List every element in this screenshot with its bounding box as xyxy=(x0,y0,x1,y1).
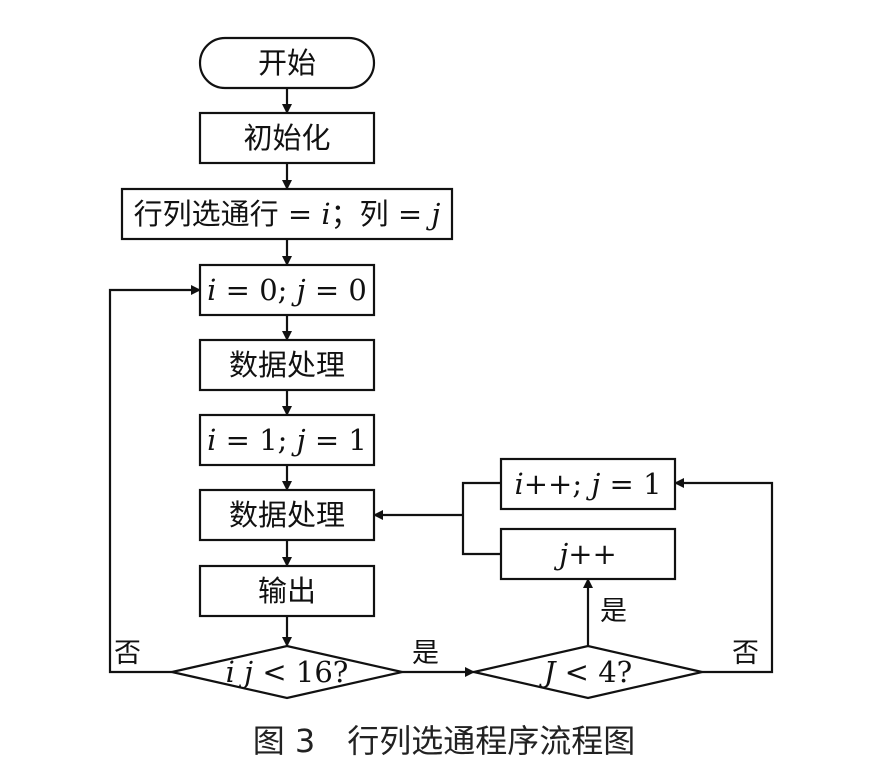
incr-i-label: i++; j = 1 xyxy=(514,467,661,501)
output-box xyxy=(198,564,376,618)
label-no-left: 否 xyxy=(114,638,141,669)
init-box xyxy=(198,111,376,165)
figure-caption: 图 3 行列选通程序流程图 xyxy=(253,722,636,760)
label-no-right: 否 xyxy=(732,638,759,669)
label-yes-up: 是 xyxy=(600,596,627,627)
merge-bracket xyxy=(461,481,501,556)
process1-label: 数据处理 xyxy=(229,348,345,382)
process2-label: 数据处理 xyxy=(229,498,345,532)
arrow-no-loop-right xyxy=(674,478,774,674)
set11-label: i = 1; j = 1 xyxy=(207,423,367,457)
decision-ij-label: i j < 16? xyxy=(226,655,349,689)
start-label: 开始 xyxy=(258,46,316,80)
label-yes-mid: 是 xyxy=(412,638,439,669)
set00-box xyxy=(198,263,376,317)
init-label: 初始化 xyxy=(243,121,330,155)
output-label: 输出 xyxy=(258,574,316,608)
incr-j-label: j++ xyxy=(553,537,617,571)
select-label: 行列选通行 = i；列 = j xyxy=(134,197,441,231)
set00-label: i = 0; j = 0 xyxy=(207,273,367,307)
arrow-no-loop-left xyxy=(108,285,201,674)
decision-j-label: J < 4? xyxy=(539,655,632,689)
incr-j-box xyxy=(499,527,677,581)
